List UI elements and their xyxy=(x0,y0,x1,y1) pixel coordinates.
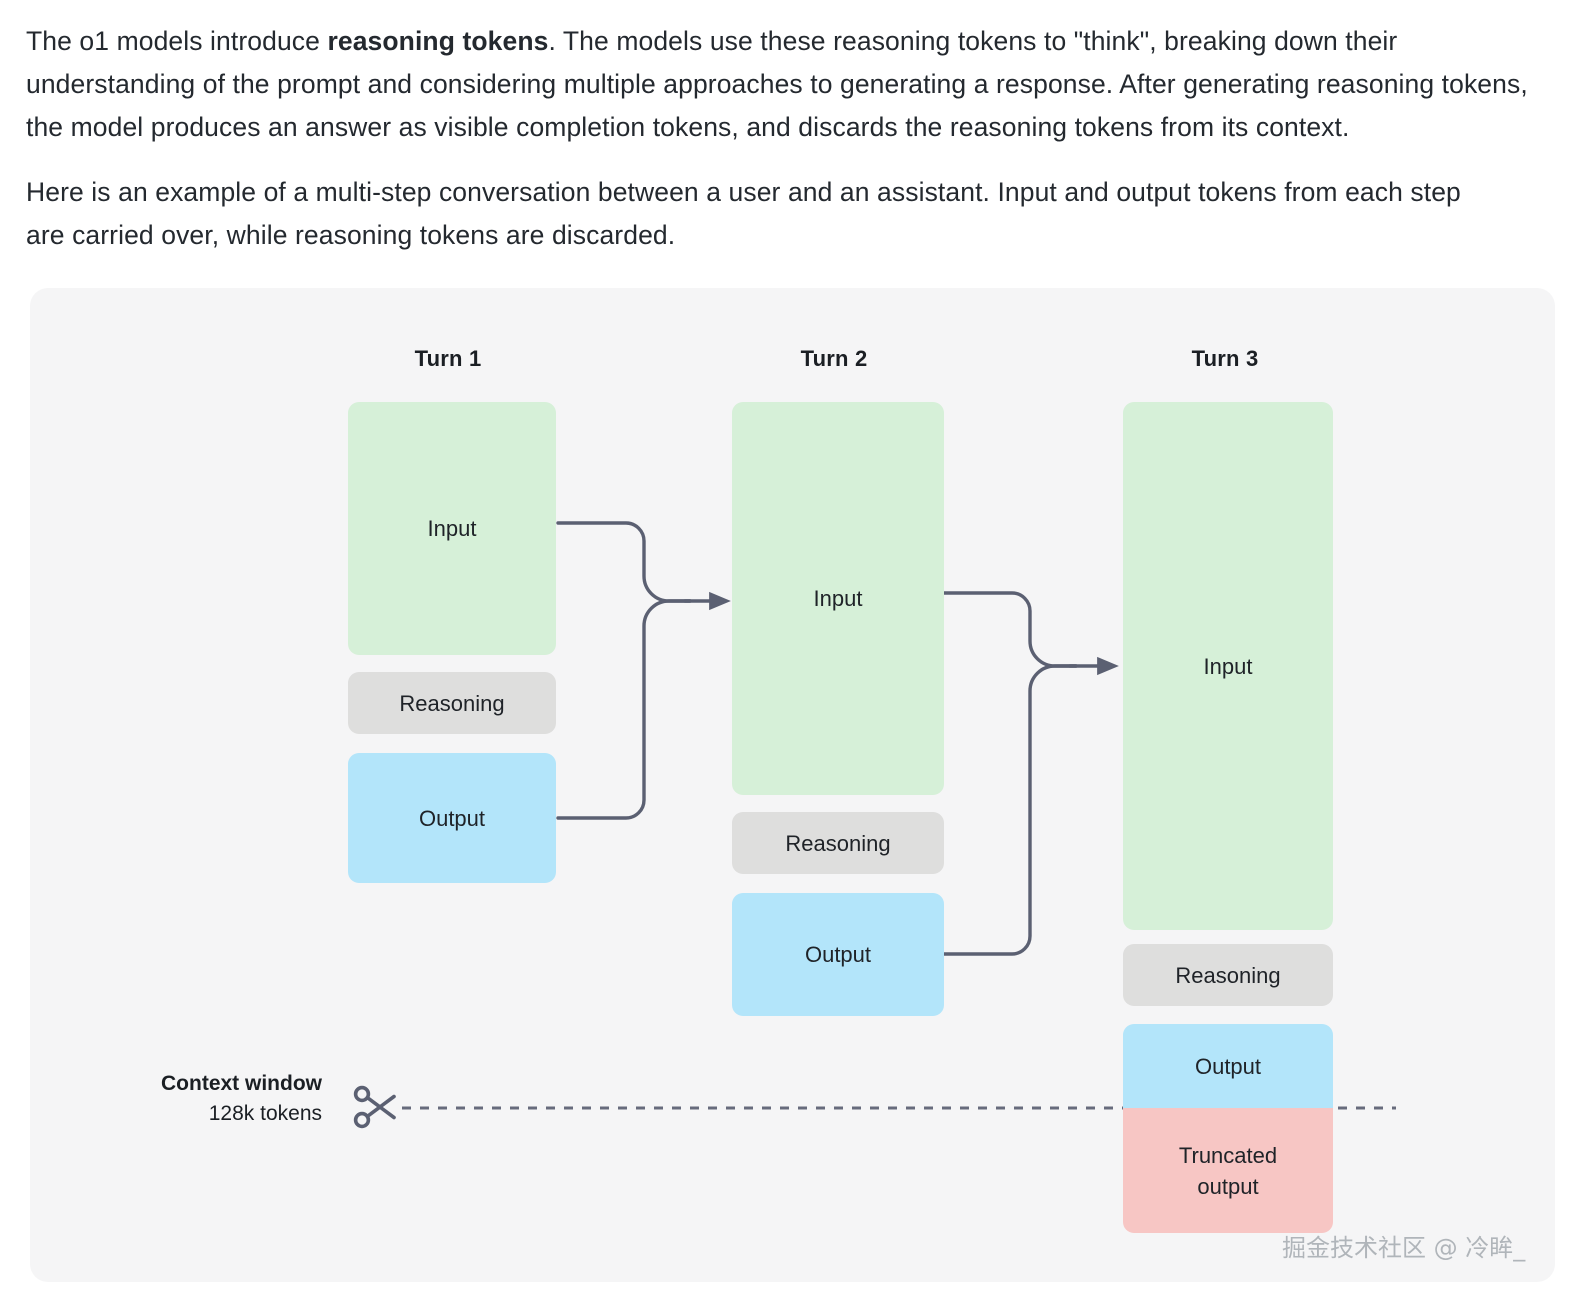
turn-3-input-box: Input xyxy=(1123,402,1333,930)
context-window-label: Context window 128k tokens xyxy=(130,1069,322,1129)
reasoning-tokens-emphasis: reasoning tokens xyxy=(327,26,549,56)
paragraph-1: The o1 models introduce reasoning tokens… xyxy=(26,20,1546,149)
article-body: The o1 models introduce reasoning tokens… xyxy=(26,20,1546,279)
turn-1-input-label: Input xyxy=(427,516,477,541)
turn-3-input-label: Input xyxy=(1203,653,1253,679)
turn-1-reasoning-label: Reasoning xyxy=(399,690,505,716)
turn-1-output-box: Output xyxy=(348,753,556,883)
context-window-subtitle: 128k tokens xyxy=(208,1102,322,1125)
turn-3-output-label: Output xyxy=(1194,1053,1262,1079)
turn-3-output-box: Output xyxy=(1123,1024,1333,1108)
reasoning-token-diagram-card: Turn 1 Input Reasoning Output Turn 2 Inp… xyxy=(30,288,1555,1282)
turn-3-reasoning-label: Reasoning xyxy=(1175,962,1281,988)
scissors-icon xyxy=(353,1085,396,1129)
turn-2-reasoning-box: Reasoning xyxy=(732,812,944,874)
turn-2-title: Turn 2 xyxy=(800,346,868,371)
paragraph-1-part-b: . The models use these reasoning tokens … xyxy=(26,26,1528,142)
turn-2-output-box: Output xyxy=(732,893,944,1016)
turn-2-input-box: Input xyxy=(732,402,944,795)
turn-1-output-label: Output xyxy=(418,805,486,831)
turn-3-title: Turn 3 xyxy=(1191,346,1259,371)
turn-3-reasoning-box: Reasoning xyxy=(1123,944,1333,1006)
turn-3-truncated-output-label: Truncated output xyxy=(1178,1142,1278,1199)
paragraph-2: Here is an example of a multi-step conve… xyxy=(26,177,1461,250)
turn-1-input-box: Input xyxy=(348,402,556,655)
connector-turn1-to-turn2 xyxy=(556,521,731,820)
connector-turn2-to-turn3 xyxy=(942,591,1119,956)
turn-2-reasoning-label: Reasoning xyxy=(785,830,891,856)
context-window-title: Context window xyxy=(161,1072,322,1095)
turn-1-title: Turn 1 xyxy=(414,346,482,371)
paragraph-1-part-a: The o1 models introduce xyxy=(26,26,328,56)
turn-3-truncated-output-box: Truncated output xyxy=(1123,1108,1333,1233)
watermark: 掘金技术社区 @ 冷眸_ xyxy=(1282,1234,1526,1262)
turn-2-output-label: Output xyxy=(804,942,872,967)
turn-1-reasoning-box: Reasoning xyxy=(348,672,556,734)
turn-2-input-label: Input xyxy=(813,586,863,611)
